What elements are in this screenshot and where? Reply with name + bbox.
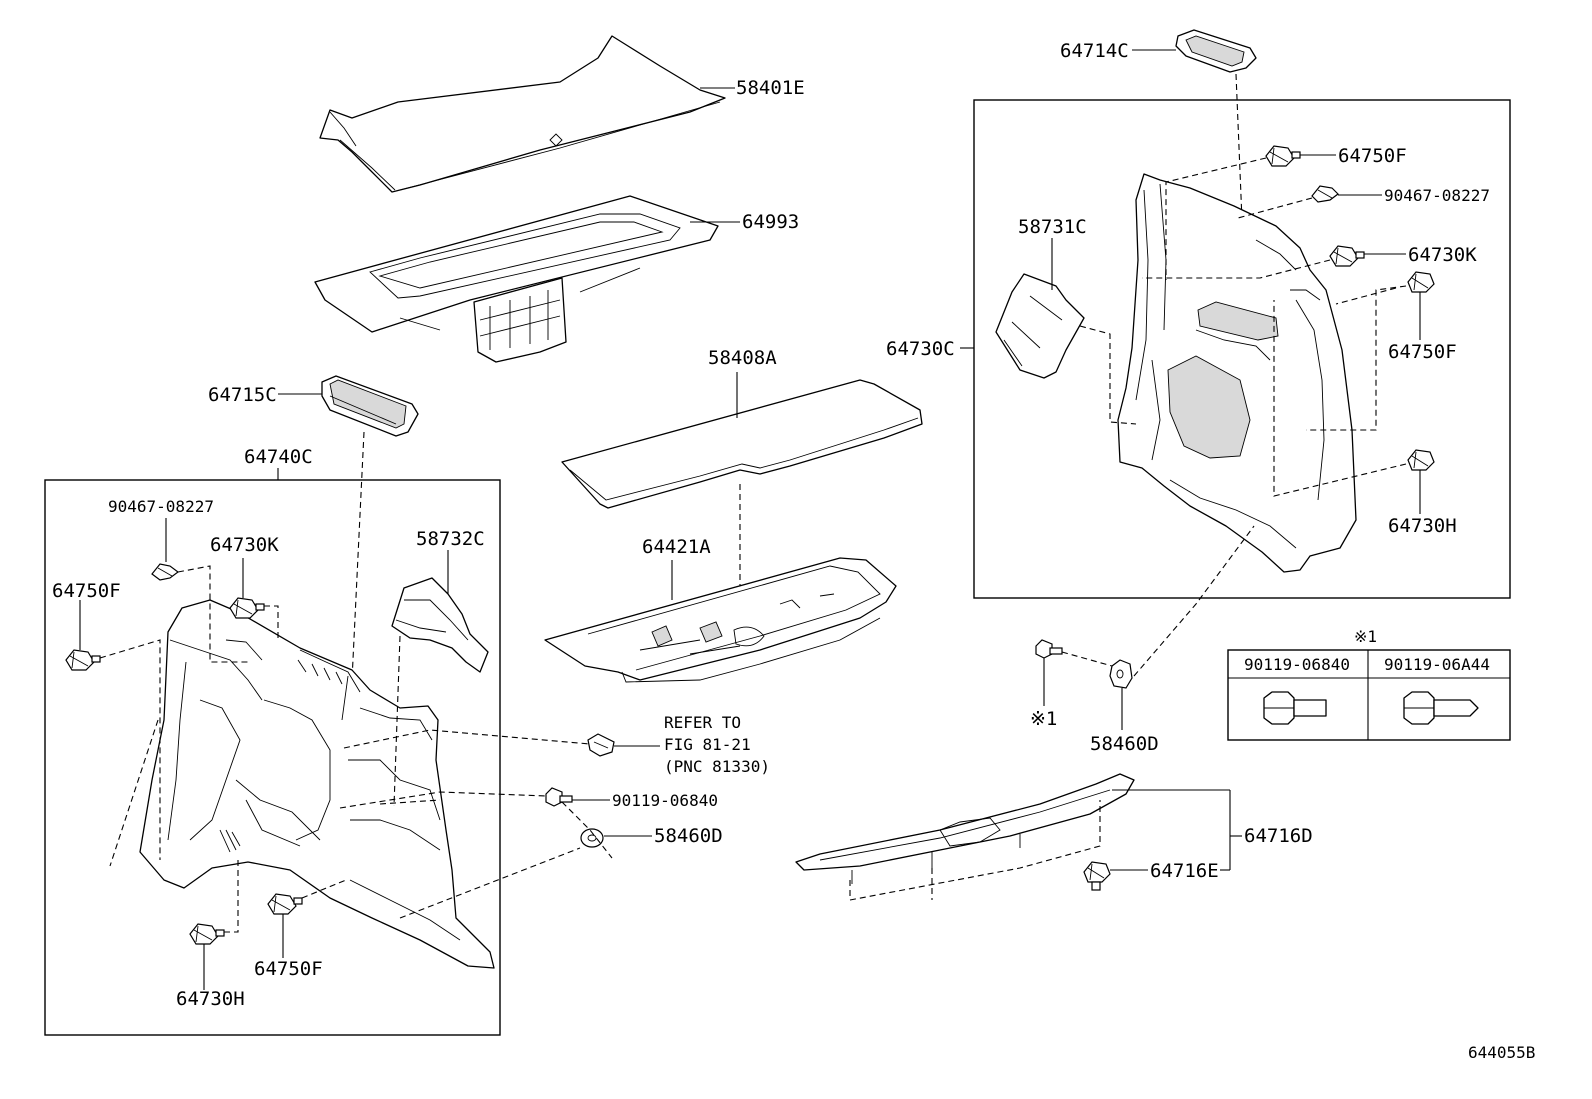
label-58401e: 58401E [736,77,805,99]
fastener-table: ※1 90119-06840 90119-06A44 [1227,627,1511,741]
label-58460d-mid: 58460D [654,825,723,847]
label-64750f-bottom: 64750F [254,958,323,980]
part-64740c-quarter-trim [139,599,495,969]
part-58401e-mat [319,35,726,193]
assembly-box-64740c [44,479,501,1036]
part-58460d-nut-mid [580,828,604,848]
part-64730k-clip-right [1329,245,1365,267]
part-64716d-scuff-plate [795,773,1135,884]
label-64730k-left: 64730K [210,534,279,556]
label-64421a: 64421A [642,536,711,558]
part-64730h-clip-left [189,923,225,945]
reference-line-3: (PNC 81330) [664,757,770,776]
part-58732c-bracket [391,577,489,673]
label-90467-right: 90467-08227 [1384,186,1490,205]
label-64716e: 64716E [1150,860,1219,882]
bolt-icon-90119-06840 [1263,691,1327,725]
part-64730c-quarter-trim [1117,173,1357,573]
part-64750f-clip-r1 [1265,145,1301,167]
label-64730h-left: 64730H [176,988,245,1010]
part-64730k-clip-left [229,597,265,619]
table-marker: ※1 [1354,627,1377,646]
part-64750f-clip-left [65,649,101,671]
table-col-2: 90119-06A44 [1384,655,1490,674]
bolt-icon-90119-06a44 [1403,691,1479,725]
part-64714c-bin [1175,29,1257,73]
label-58460d-right: 58460D [1090,733,1159,755]
label-64714c: 64714C [1060,40,1129,62]
part-58408a-tonneau-board [561,379,923,509]
label-58408a: 58408A [708,347,777,369]
part-58460d-nut-right [1109,659,1133,689]
label-58732c: 58732C [416,528,485,550]
label-90467-left: 90467-08227 [108,497,214,516]
label-58731c: 58731C [1018,216,1087,238]
label-64730c: 64730C [886,338,955,360]
part-64750f-clip-r2 [1407,271,1435,293]
reference-note: REFER TO FIG 81-21 (PNC 81330) [587,713,770,776]
part-90467-clip-right [1311,185,1339,203]
label-64730k-right: 64730K [1408,244,1477,266]
part-64716e-clip [1083,861,1111,891]
part-64993-deck-tray [314,195,719,363]
part-64421a-floor-tray [544,557,897,683]
part-90119-06840-bolt [545,787,573,807]
label-64750f-left: 64750F [52,580,121,602]
label-64750f-r1: 64750F [1338,145,1407,167]
reference-line-2: FIG 81-21 [664,735,751,754]
label-64716d: 64716D [1244,825,1313,847]
table-col-1: 90119-06840 [1244,655,1350,674]
label-64715c: 64715C [208,384,277,406]
label-90119-06840: 90119-06840 [612,791,718,810]
part-90467-clip-left [151,563,179,581]
assembly-box-64730c [973,99,1511,599]
part-bolt-note1 [1035,639,1063,659]
diagram-id: 644055B [1468,1043,1535,1062]
part-64730h-clip-right [1407,449,1435,471]
label-64740c: 64740C [244,446,313,468]
label-note1-bolt: ※1 [1030,708,1057,730]
reference-line-1: REFER TO [664,713,741,732]
label-64750f-r2: 64750F [1388,341,1457,363]
part-64750f-clip-bottom [267,893,303,915]
label-64993: 64993 [742,211,799,233]
label-64730h-right: 64730H [1388,515,1457,537]
part-58731c-pad [995,273,1085,379]
part-64715c-bin [321,375,419,437]
